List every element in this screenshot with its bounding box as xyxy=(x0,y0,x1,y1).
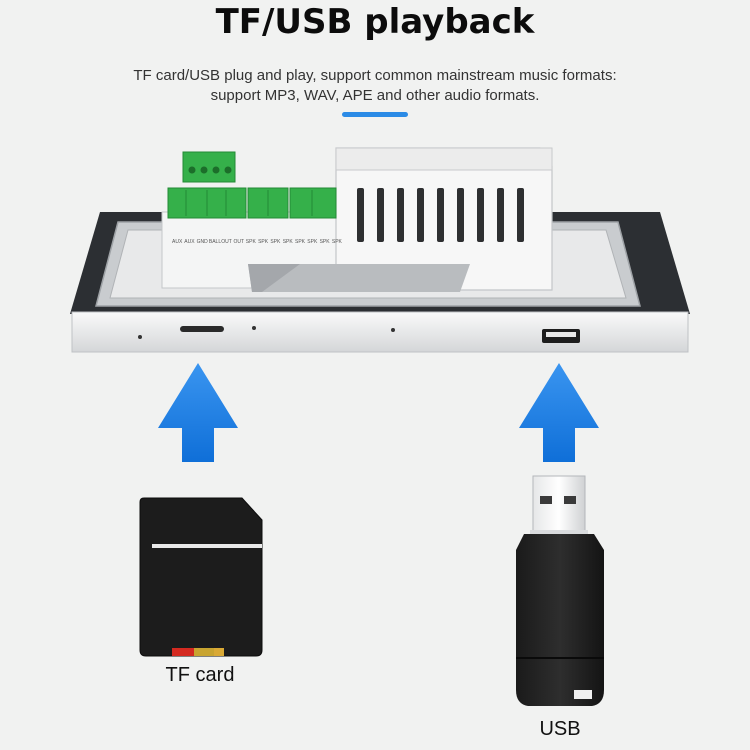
terminal-label: SPK xyxy=(295,239,306,245)
front-plate xyxy=(71,311,689,353)
terminal-label: GND xyxy=(197,239,209,245)
vent-slots xyxy=(357,188,524,242)
usb-arrow-icon xyxy=(519,363,599,462)
terminal-label: BALL xyxy=(209,239,221,245)
tf-card-label: TF card xyxy=(165,664,235,686)
terminal-label: AUX xyxy=(184,239,195,245)
terminal-label: SPK xyxy=(246,239,257,245)
terminal-label: SPK xyxy=(332,239,343,245)
terminal-label: SPK xyxy=(283,239,294,245)
terminal-label: SPK xyxy=(307,239,318,245)
terminal-label: OUT xyxy=(234,239,245,245)
accent-underline xyxy=(342,112,408,117)
page-title: TF/USB playback xyxy=(215,2,535,42)
terminal-label: SPK xyxy=(270,239,281,245)
usb-label: USB xyxy=(539,718,581,740)
terminal-label: SPK xyxy=(320,239,331,245)
terminal-label: SPK xyxy=(258,239,269,245)
tf-arrow-icon xyxy=(158,363,238,462)
terminal-label: AUX xyxy=(172,239,183,245)
tf-slot-icon xyxy=(180,326,224,332)
subtitle-line-1: TF card/USB plug and play, support commo… xyxy=(133,67,617,84)
subtitle-line-2: support MP3, WAV, APE and other audio fo… xyxy=(210,87,540,104)
terminal-blocks xyxy=(167,151,337,219)
usb-drive-icon xyxy=(516,475,604,706)
usb-port-icon xyxy=(542,329,580,343)
amplifier-module xyxy=(161,147,553,292)
terminal-label: OUT xyxy=(221,239,232,245)
sd-card-icon xyxy=(139,497,263,657)
